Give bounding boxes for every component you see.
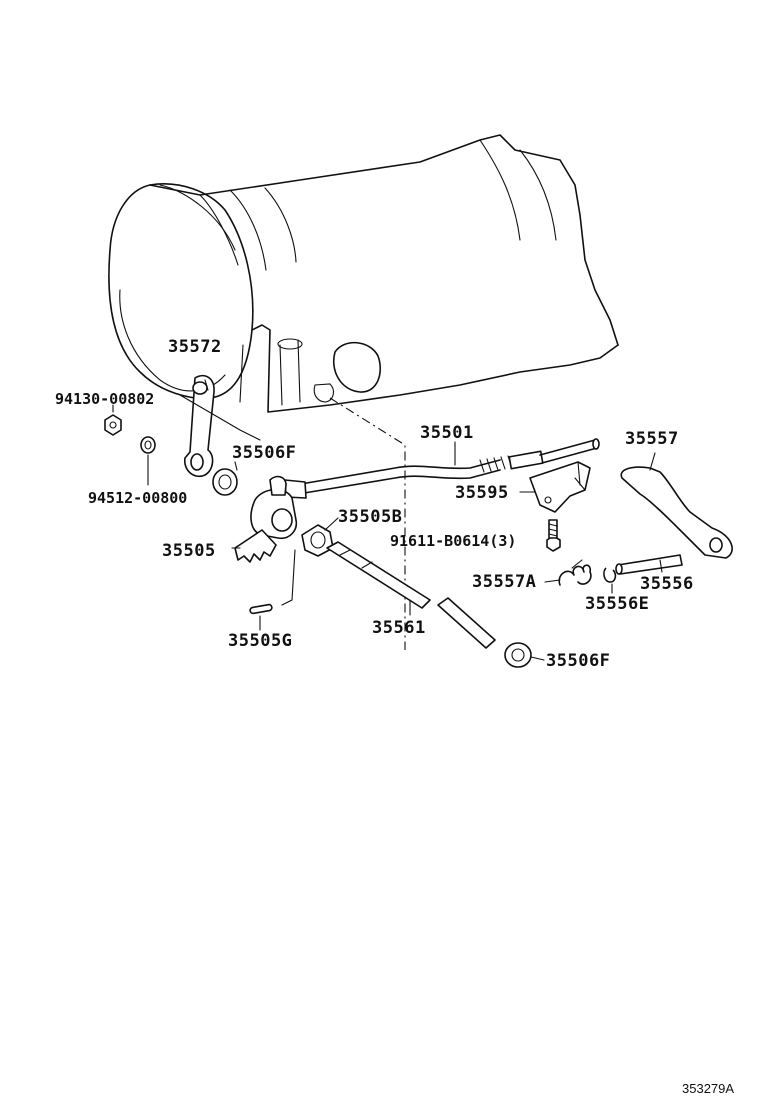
part-35556E-clip xyxy=(603,567,617,583)
part-35557A-spring xyxy=(558,559,592,586)
leader-lines xyxy=(112,379,663,661)
part-94130-nut xyxy=(104,414,122,436)
label-35557A: 35557A xyxy=(472,572,536,592)
label-35506F-lower: 35506F xyxy=(546,651,610,671)
label-35506F-upper: 35506F xyxy=(232,443,296,463)
leader-35505G xyxy=(281,549,296,606)
part-94512-washer xyxy=(140,436,156,454)
label-35505: 35505 xyxy=(162,541,216,561)
part-35561-shaft xyxy=(326,541,496,649)
label-35505B: 35505B xyxy=(338,507,402,527)
part-35501-cable xyxy=(284,438,600,499)
reference-code: 353279A xyxy=(682,1081,734,1096)
label-35556: 35556 xyxy=(640,574,694,594)
part-35505B-collar xyxy=(301,524,334,557)
label-35501: 35501 xyxy=(420,423,474,443)
label-91611-B0614: 91611-B0614(3) xyxy=(390,532,516,550)
transmission-housing xyxy=(108,134,619,413)
part-35556-pin xyxy=(615,554,683,575)
part-91611-bolt xyxy=(546,519,561,552)
part-35505G-pin xyxy=(249,603,273,615)
part-35557-lever xyxy=(620,466,733,559)
part-35572-lever xyxy=(184,374,215,477)
label-35561: 35561 xyxy=(372,618,426,638)
label-35595: 35595 xyxy=(455,483,509,503)
label-35557: 35557 xyxy=(625,429,679,449)
part-35595-bracket xyxy=(529,461,591,513)
label-35505G: 35505G xyxy=(228,631,292,651)
label-94130-00802: 94130-00802 xyxy=(55,390,154,408)
part-35506F-seal-upper xyxy=(212,468,238,496)
label-35572: 35572 xyxy=(168,337,222,357)
part-35505-detent xyxy=(234,475,298,563)
label-35556E: 35556E xyxy=(585,594,649,614)
part-35506F-seal-lower xyxy=(504,642,532,668)
label-94512-00800: 94512-00800 xyxy=(88,489,187,507)
